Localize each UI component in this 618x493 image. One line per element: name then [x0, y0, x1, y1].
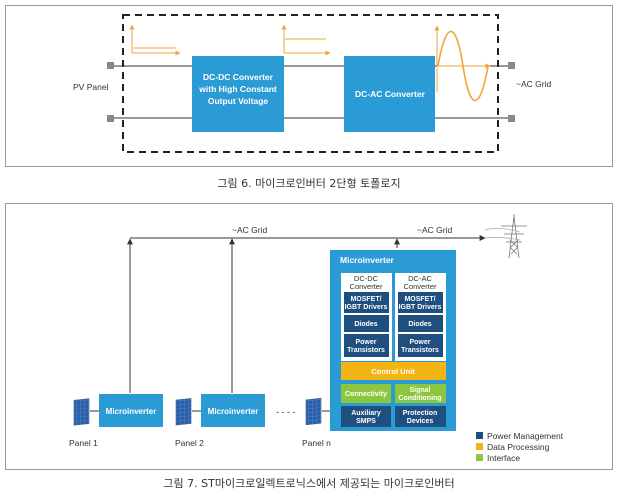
- legend: Power Management Data Processing Interfa…: [476, 430, 563, 463]
- power-tower-icon: [484, 214, 527, 259]
- connectivity-label: Connectivity: [345, 391, 387, 398]
- dcdc-line-3: Output Voltage: [208, 96, 269, 106]
- signal-cond-2: Conditioning: [398, 395, 441, 402]
- transistors-box-left: [344, 334, 389, 357]
- aux-smps-1: Auxiliary: [351, 410, 381, 417]
- ac-grid-label-right: ~AC Grid: [417, 225, 452, 235]
- legend-item-power-management: Power Management: [476, 430, 563, 441]
- dc-waveform-1: [129, 24, 181, 56]
- mosfet-box-right: [398, 292, 443, 313]
- legend-swatch-interface: [476, 454, 483, 461]
- legend-swatch-data: [476, 443, 483, 450]
- microinverter-title: Microinverter: [340, 255, 395, 265]
- microinverter-box-2: [201, 394, 265, 427]
- panel-ellipsis: - - - -: [276, 407, 296, 417]
- aux-smps-2: SMPS: [356, 418, 376, 425]
- transistors-right-2: Transistors: [401, 347, 439, 354]
- transistors-left-1: Power: [355, 339, 376, 346]
- dcdc-header-1: DC-DC: [354, 274, 379, 283]
- panel-1-label: Panel 1: [69, 438, 98, 448]
- diodes-right: Diodes: [408, 321, 431, 328]
- solar-panel-icon-1: [73, 398, 90, 426]
- mosfet-right-1: MOSFET/: [404, 296, 435, 303]
- diodes-box-left: [344, 315, 389, 332]
- microinverter-label-1: Microinverter: [106, 407, 157, 416]
- signal-conditioning-box: [395, 384, 446, 403]
- microinverter-label-2: Microinverter: [208, 407, 259, 416]
- terminal-right-top: [508, 62, 515, 69]
- auxiliary-smps-box: [341, 406, 391, 427]
- mosfet-left-2: IGBT Drivers: [345, 304, 388, 311]
- dcdc-line-2: with High Constant: [198, 84, 277, 94]
- microinverter-dashed-boundary: [122, 14, 499, 153]
- mosfet-box-left: [344, 292, 389, 313]
- dcdc-converter-box: [192, 56, 284, 132]
- terminal-left-bottom: [107, 115, 114, 122]
- protection-1: Protection: [403, 410, 438, 417]
- mosfet-left-1: MOSFET/: [350, 296, 381, 303]
- diodes-left: Diodes: [354, 321, 377, 328]
- control-unit-label: Control Unit: [371, 367, 415, 376]
- ac-grid-label-fig6: ~AC Grid: [516, 79, 551, 89]
- dcac-converter-box: [344, 56, 435, 132]
- terminal-left-top: [107, 62, 114, 69]
- dcdc-line-1: DC-DC Converter: [203, 72, 274, 82]
- solar-panel-icon-2: [175, 398, 192, 426]
- protection-2: Devices: [407, 418, 434, 425]
- figure-7-caption: 그림 7. ST마이크로일렉트로닉스에서 제공되는 마이크로인버터: [163, 477, 455, 490]
- dc-waveform-2: [281, 24, 331, 56]
- panel-2-label: Panel 2: [175, 438, 204, 448]
- signal-cond-1: Signal: [409, 387, 430, 394]
- dcac-header-1: DC-AC: [408, 274, 432, 283]
- legend-label-interface: Interface: [487, 452, 521, 463]
- microinverter-box-1: [99, 394, 163, 427]
- diodes-box-right: [398, 315, 443, 332]
- dcac-header-2: Converter: [404, 282, 437, 291]
- legend-swatch-power: [476, 432, 483, 439]
- terminal-right-bottom: [508, 115, 515, 122]
- figure-6-frame: [5, 5, 613, 167]
- mosfet-right-2: IGBT Drivers: [399, 304, 442, 311]
- transistors-left-2: Transistors: [347, 347, 385, 354]
- legend-item-interface: Interface: [476, 452, 563, 463]
- dcdc-header-2: Converter: [350, 282, 383, 291]
- ac-sine-waveform: [434, 25, 491, 102]
- protection-devices-box: [395, 406, 446, 427]
- figure-6-caption: 그림 6. 마이크로인버터 2단형 토폴로지: [217, 177, 401, 190]
- solar-panel-icon-n: [305, 397, 322, 426]
- dcac-label: DC-AC Converter: [355, 89, 426, 99]
- ac-grid-label-left: ~AC Grid: [232, 225, 267, 235]
- pv-panel-label: PV Panel: [73, 82, 109, 92]
- connectivity-box: [341, 384, 391, 403]
- panel-n-label: Panel n: [302, 438, 331, 448]
- legend-label-data: Data Processing: [487, 441, 550, 452]
- transistors-right-1: Power: [409, 339, 430, 346]
- transistors-box-right: [398, 334, 443, 357]
- legend-item-data-processing: Data Processing: [476, 441, 563, 452]
- legend-label-power: Power Management: [487, 430, 564, 441]
- control-unit-box: [341, 362, 446, 380]
